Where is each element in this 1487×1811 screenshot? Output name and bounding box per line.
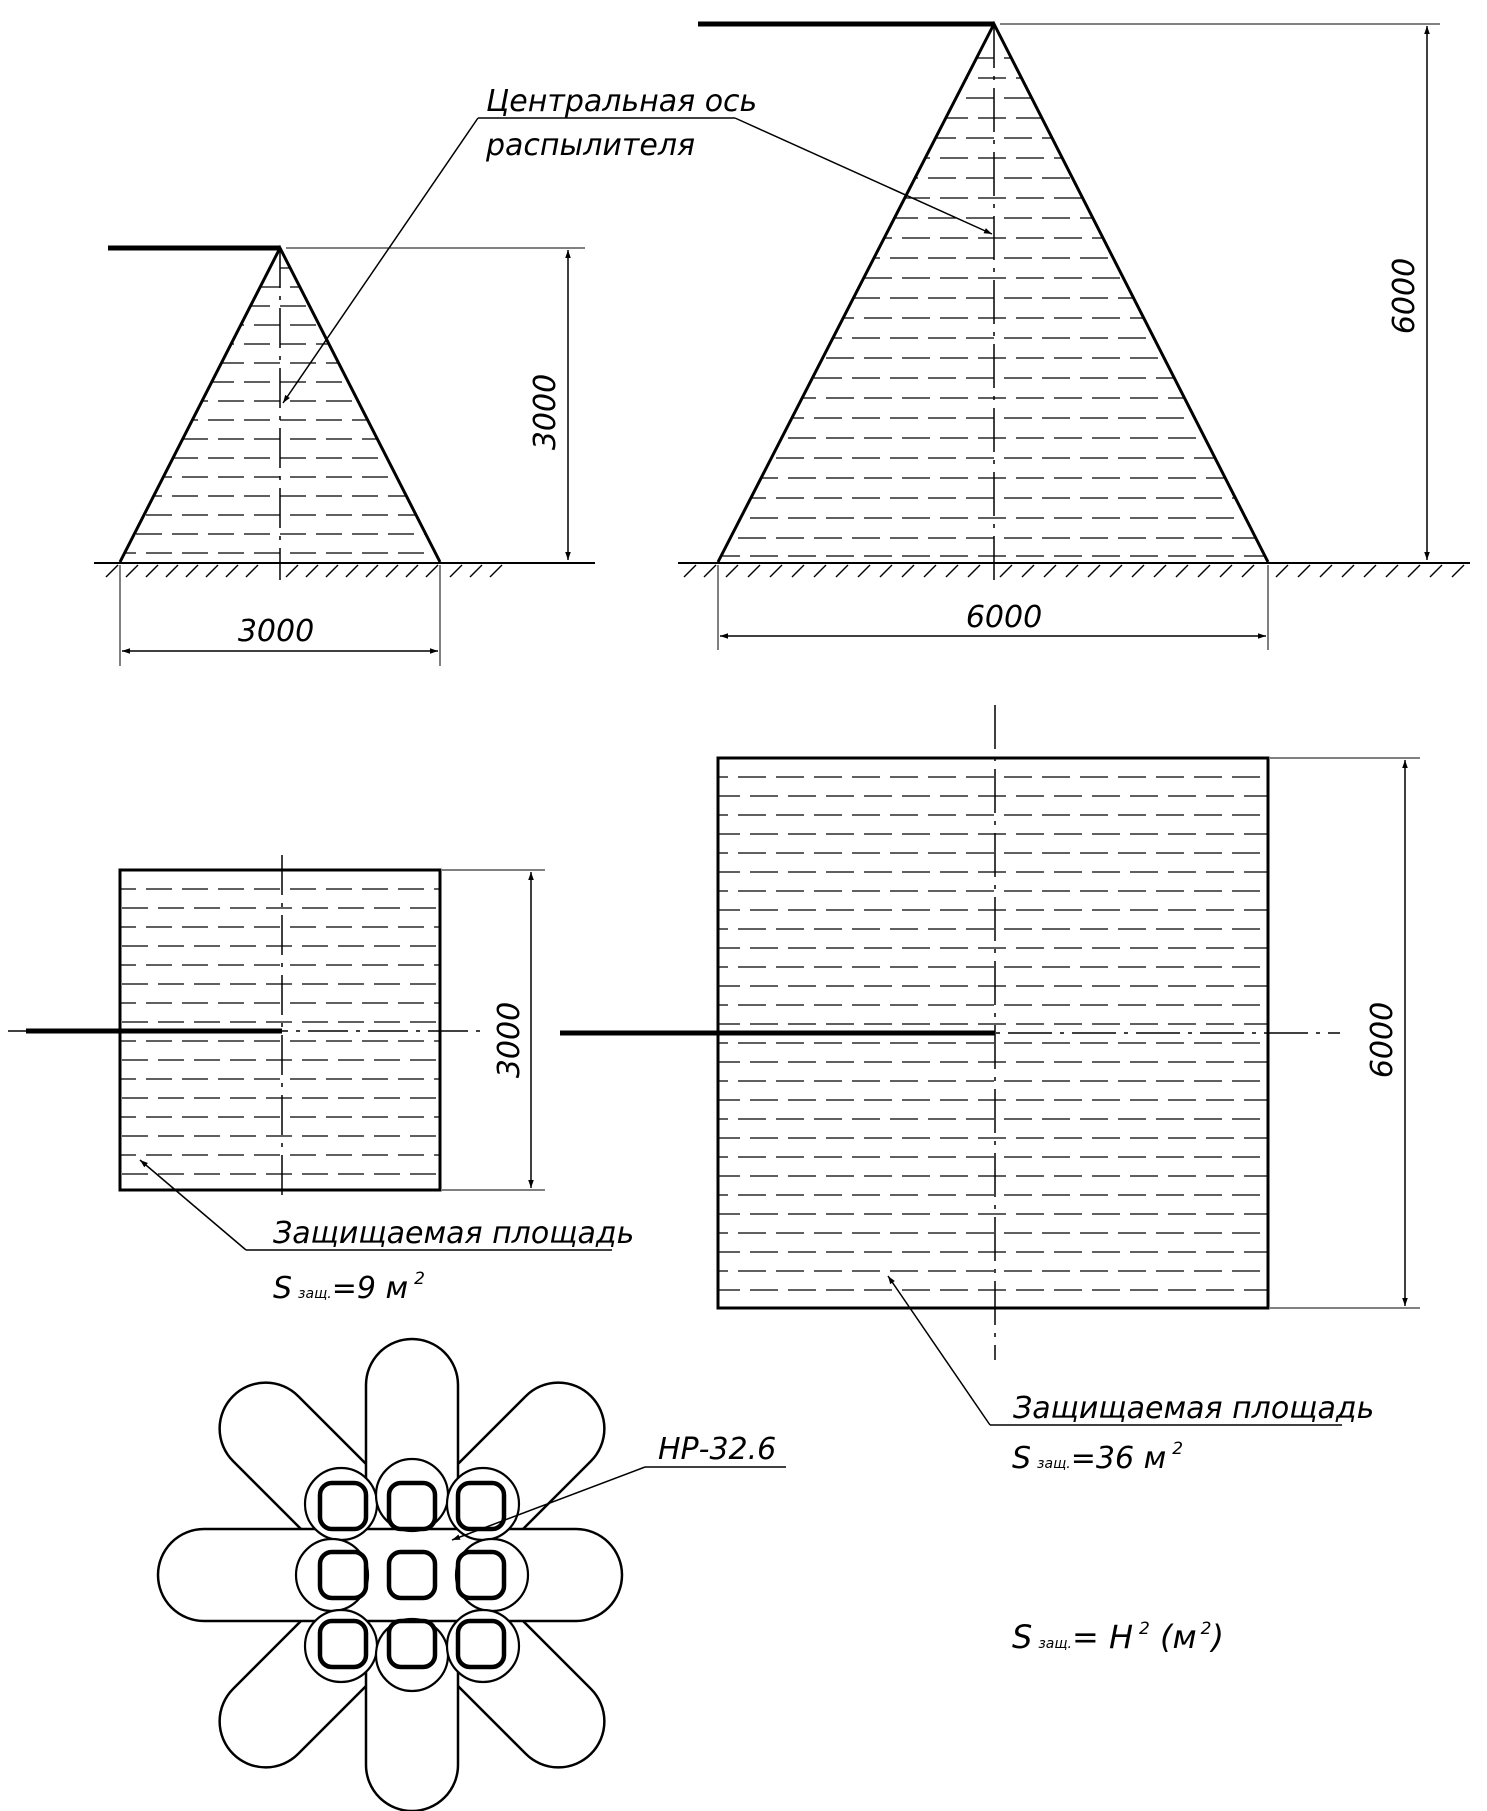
formula-equals-h: = H bbox=[1072, 1618, 1133, 1656]
small-ground-hatch bbox=[105, 564, 503, 578]
s-symbol: S bbox=[273, 1271, 292, 1306]
small-area-caption: Защищаемая площадь bbox=[273, 1216, 634, 1251]
large-spray-cone: 6000 6000 bbox=[678, 20, 1470, 650]
small-width-dimension: 3000 bbox=[119, 565, 441, 666]
small-plan-side-label: 3000 bbox=[492, 1002, 527, 1078]
axis-note-line1: Центральная ось bbox=[486, 84, 757, 119]
s-symbol: S bbox=[1012, 1441, 1031, 1476]
large-height-dimension: 6000 bbox=[1000, 23, 1440, 560]
h-squared-superscript: 2 bbox=[1139, 1619, 1150, 1639]
large-height-label: 6000 bbox=[1387, 258, 1422, 334]
s-subscript: защ. bbox=[298, 1286, 332, 1302]
unit-squared-superscript: 2 bbox=[1201, 1619, 1212, 1639]
large-width-dimension: 6000 bbox=[717, 565, 1269, 650]
large-plan-hatch bbox=[718, 776, 1268, 1291]
axis-note-line2: распылителя bbox=[485, 128, 695, 163]
large-plan-dimension: 6000 bbox=[1270, 757, 1420, 1309]
nozzle-hp-32-6: НР-32.6 bbox=[156, 1337, 786, 1811]
nozzle-model-label: НР-32.6 bbox=[658, 1432, 776, 1467]
small-plan-dimension: 3000 bbox=[442, 869, 545, 1191]
small-spray-cone: 3000 3000 bbox=[94, 244, 595, 666]
formula-unit: (м bbox=[1150, 1618, 1197, 1656]
large-area-caption: Защищаемая площадь bbox=[1013, 1391, 1374, 1426]
s-symbol: S bbox=[1012, 1618, 1032, 1656]
nozzle-outlet-grid bbox=[317, 1480, 507, 1670]
axis-leader: Центральная ось распылителя bbox=[282, 84, 993, 404]
s-subscript: защ. bbox=[1038, 1636, 1072, 1652]
small-height-dimension: 3000 bbox=[286, 247, 585, 560]
large-area-value: =36 м bbox=[1071, 1441, 1166, 1476]
large-ground-hatch bbox=[683, 564, 1465, 578]
small-area-value: =9 м bbox=[332, 1271, 408, 1306]
s-subscript: защ. bbox=[1037, 1456, 1071, 1472]
small-width-label: 3000 bbox=[238, 614, 314, 649]
large-cone-outline bbox=[716, 20, 1270, 563]
nozzle-leader: НР-32.6 bbox=[451, 1432, 786, 1541]
large-cone-hatch bbox=[718, 57, 1268, 557]
large-width-label: 6000 bbox=[966, 600, 1042, 635]
small-plan-hatch bbox=[120, 888, 440, 1175]
formula-close: ) bbox=[1209, 1618, 1223, 1656]
large-plan-side-label: 6000 bbox=[1365, 1002, 1400, 1078]
squared-superscript: 2 bbox=[414, 1269, 425, 1289]
squared-superscript: 2 bbox=[1172, 1439, 1183, 1459]
small-height-label: 3000 bbox=[528, 374, 563, 450]
